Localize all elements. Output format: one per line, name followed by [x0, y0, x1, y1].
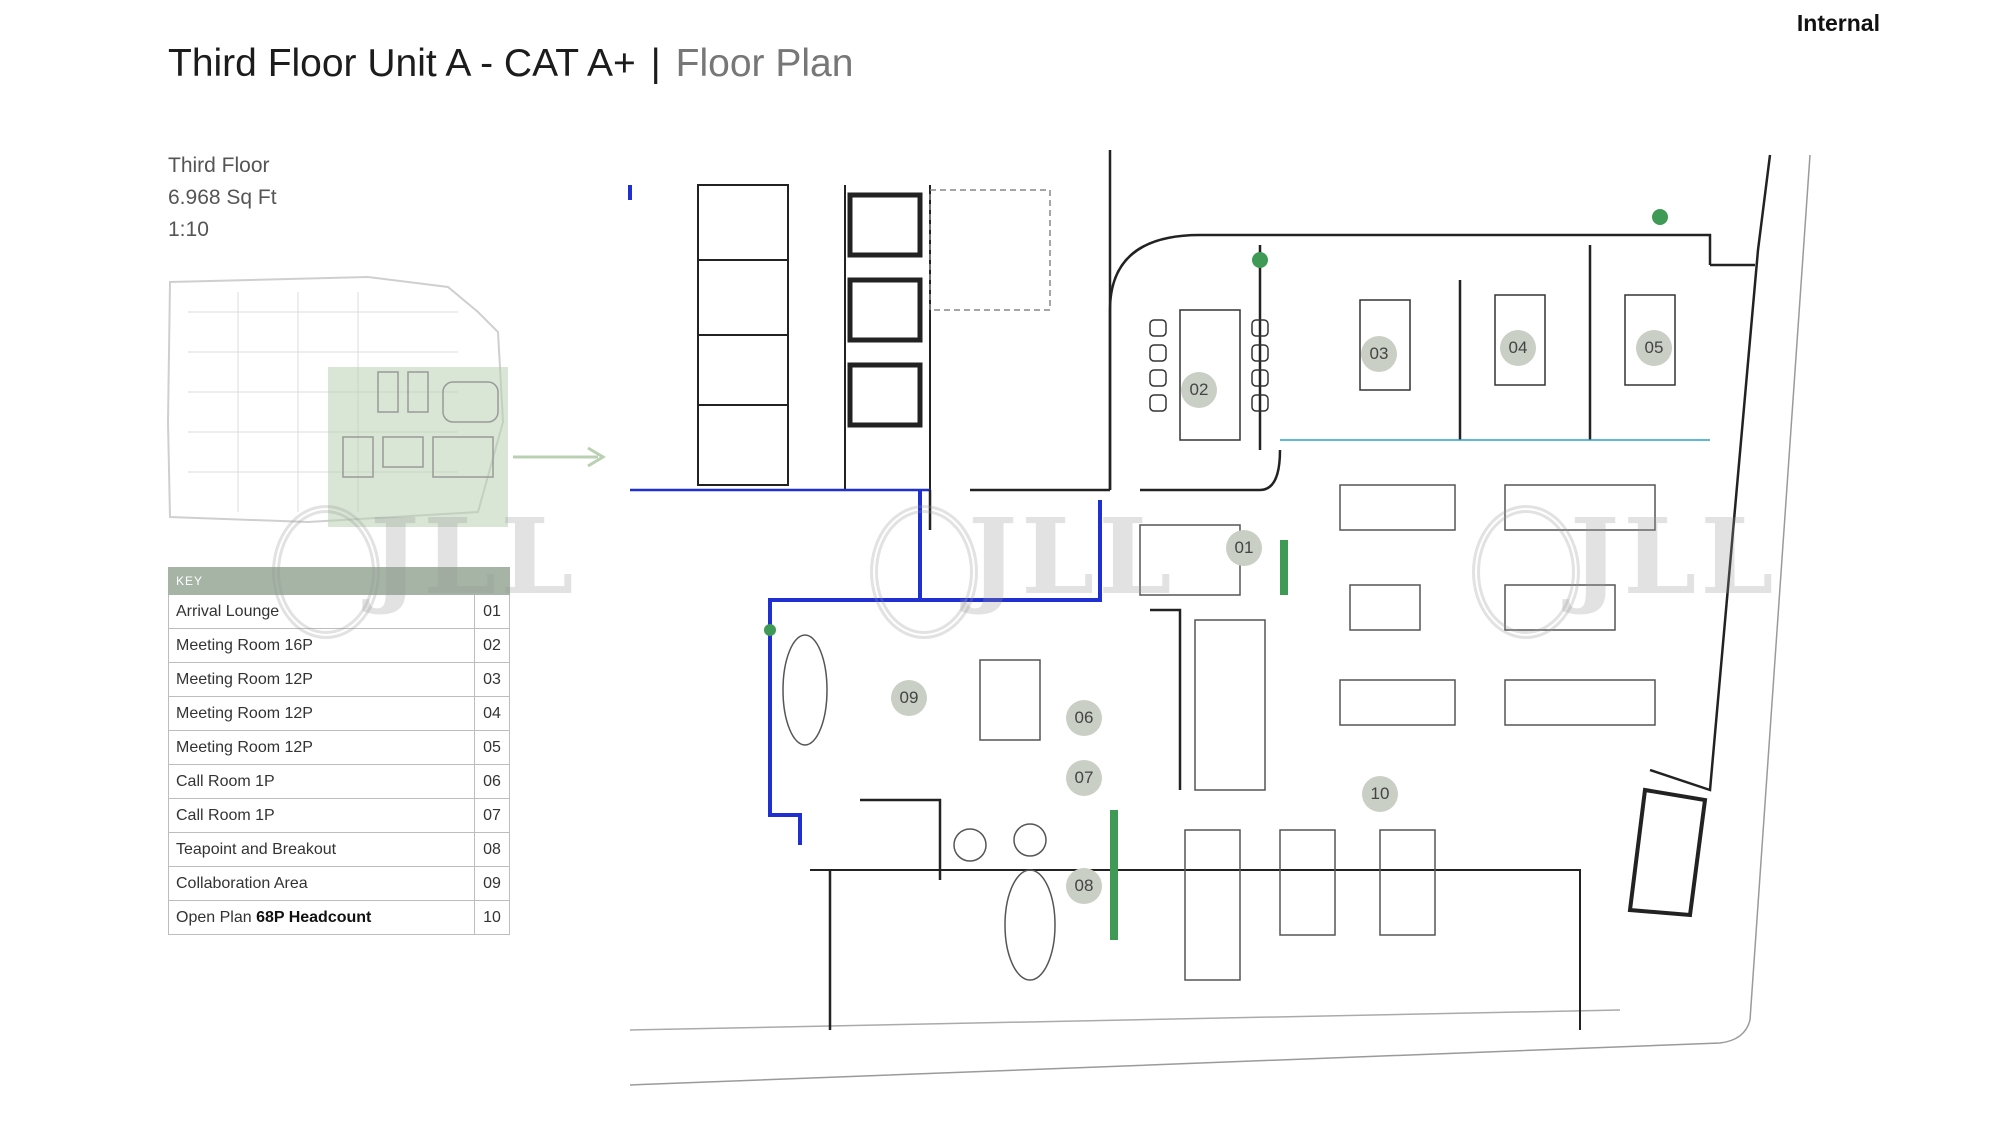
key-room-name: Call Room 1P: [169, 799, 475, 832]
key-room-number: 09: [483, 875, 501, 892]
key-row: Call Room 1P 07: [168, 799, 510, 833]
room-label-03: 03: [1361, 336, 1397, 372]
room-label-08: 08: [1066, 868, 1102, 904]
key-row: Meeting Room 12P 04: [168, 697, 510, 731]
key-room-number: 01: [483, 603, 501, 620]
key-open-plan-label: Open Plan: [176, 909, 252, 926]
key-room-number: 06: [483, 773, 501, 790]
watermark-ring-1: [272, 505, 380, 639]
key-room-number: 04: [483, 705, 501, 722]
key-row: Collaboration Area 09: [168, 867, 510, 901]
key-room-name: Call Room 1P: [169, 765, 475, 798]
watermark-jll-1: JLL: [370, 495, 578, 618]
key-room-number: 08: [483, 841, 501, 858]
key-room-name: Meeting Room 12P: [169, 663, 475, 696]
key-row: Open Plan 68P Headcount 10: [168, 901, 510, 935]
floor-scale: 1:10: [168, 218, 209, 241]
room-label-10: 10: [1362, 776, 1398, 812]
room-label-01: 01: [1226, 530, 1262, 566]
key-room-name: Collaboration Area: [169, 867, 475, 900]
watermark-ring-3: [1472, 505, 1580, 639]
lift-core: [697, 184, 1051, 490]
key-row: Meeting Room 12P 05: [168, 731, 510, 765]
classification-label: Internal: [1796, 10, 1880, 36]
room-label-09: 09: [891, 680, 927, 716]
key-room-name: Open Plan 68P Headcount: [169, 901, 475, 934]
key-row: Meeting Room 12P 03: [168, 663, 510, 697]
overview-arrow-head: [587, 446, 606, 468]
floor-plan-drawing: [628, 150, 1811, 1086]
floor-name: Third Floor: [168, 154, 270, 177]
key-room-number: 05: [483, 739, 501, 756]
room-label-07: 07: [1066, 760, 1102, 796]
key-room-name: Teapoint and Breakout: [169, 833, 475, 866]
watermark-jll-2: JLL: [968, 495, 1176, 618]
room-label-06: 06: [1066, 700, 1102, 736]
building-overview-map: [166, 275, 606, 527]
title-separator: |: [650, 42, 661, 85]
meeting-table-02: [1149, 309, 1269, 441]
key-room-number: 03: [483, 671, 501, 688]
watermark-jll-3: JLL: [1570, 495, 1778, 618]
breakout-furniture: [782, 524, 1241, 981]
key-headcount: 68P Headcount: [256, 909, 372, 926]
room-label-05: 05: [1636, 330, 1672, 366]
key-room-number: 10: [483, 909, 501, 926]
outer-walls: [629, 150, 1811, 1086]
meeting-tables-03-05: [1359, 294, 1676, 391]
floor-area: 6.968 Sq Ft: [168, 186, 277, 209]
key-room-name: Meeting Room 12P: [169, 697, 475, 730]
room-label-02: 02: [1181, 372, 1217, 408]
key-row: Call Room 1P 06: [168, 765, 510, 799]
title-subtitle: Floor Plan: [675, 42, 854, 85]
overview-highlight-zone: [328, 367, 508, 527]
title-main: Third Floor Unit A - CAT A+: [168, 42, 636, 85]
page-title: Third Floor Unit A - CAT A+ | Floor Plan: [168, 42, 853, 86]
planters: [764, 209, 1668, 940]
watermark-ring-2: [870, 505, 978, 639]
floor-info: Third Floor 6.968 Sq Ft 1:10: [168, 150, 277, 246]
meeting-room-partitions: [1140, 245, 1710, 492]
key-room-number: 07: [483, 807, 501, 824]
key-row: Teapoint and Breakout 08: [168, 833, 510, 867]
key-room-name: Meeting Room 12P: [169, 731, 475, 764]
key-room-name: Arrival Lounge: [169, 595, 475, 628]
room-label-04: 04: [1500, 330, 1536, 366]
key-room-number: 02: [483, 637, 501, 654]
key-row: Meeting Room 16P 02: [168, 629, 510, 663]
key-room-name: Meeting Room 16P: [169, 629, 475, 662]
